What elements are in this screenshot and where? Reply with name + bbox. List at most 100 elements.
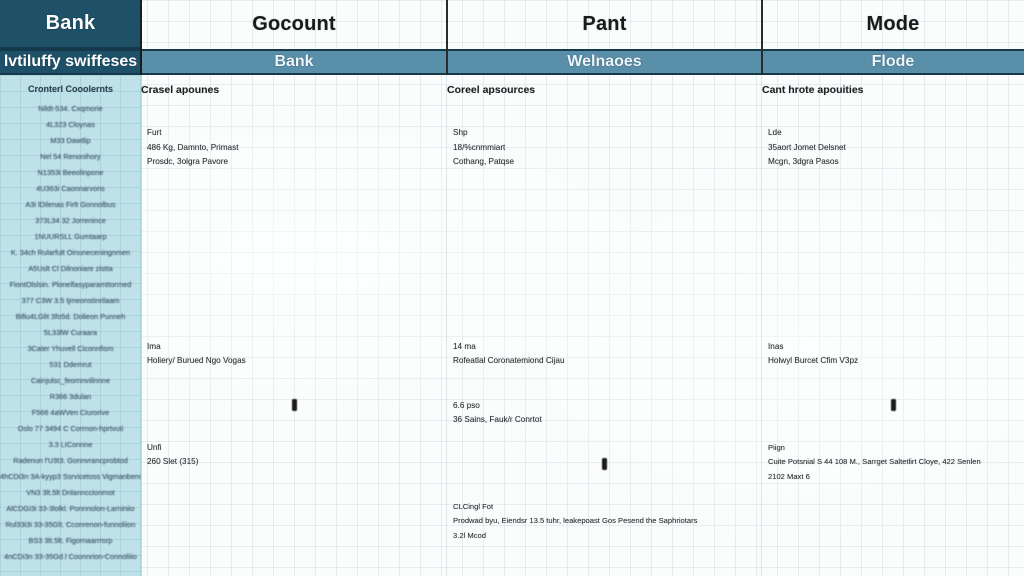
- content-line: Prodwad byu, Eiendsr 13.5 tuhr, leakepoa…: [453, 516, 698, 525]
- content-line: Ima: [147, 341, 161, 351]
- spacer: [447, 170, 762, 340]
- header-corner-bank-label: Bank: [45, 12, 96, 34]
- header-divider-2: [761, 0, 763, 75]
- sidebar-item[interactable]: Radenun l'U3t3. Gonnvrancprobtod: [13, 456, 128, 465]
- sidebar-item[interactable]: Oslo 77 3494 C Corrnon-hprtvuti: [17, 424, 124, 433]
- sidebar-item[interactable]: K. 34ch Rularfult Oinuneceningnmen: [10, 248, 131, 257]
- sidebar-item[interactable]: 377 C3W 3.5 Ijmeonstinrilaam: [21, 296, 120, 305]
- sidebar-item[interactable]: 4nCDi3n 33-35Gd.l Coonnrion-Connoliiio: [4, 552, 137, 561]
- spacer: [447, 428, 762, 458]
- sidebar-item[interactable]: Nel 54 Renonihory: [40, 152, 101, 161]
- spacer: [762, 411, 1024, 441]
- sidebar-item[interactable]: FiontOlslsin. Plonelfasyparamttorrned: [9, 280, 132, 289]
- sidebar-item[interactable]: 4U363i Caonnarvons: [36, 184, 105, 193]
- sidebar-item[interactable]: VN3 3lt.5lt Dnlannccionrnot: [26, 488, 115, 497]
- sidebar-item[interactable]: Cainjulsc_feornnviilnnne: [30, 376, 111, 385]
- sidebar-item[interactable]: AlCDGi3i 33-3lolkl. Ponnnolon-Larniniio: [6, 504, 135, 513]
- subheader-col-flode[interactable]: Flode: [762, 49, 1024, 75]
- header-row-secondary: lvtiluffy swiffeses Bank Welnaoes Flode: [0, 49, 1024, 75]
- content-line: Inas: [768, 341, 784, 351]
- sidebar-item[interactable]: 373L34 32 Jorrenince: [35, 216, 106, 225]
- sidebar[interactable]: Cronterl Cooolernts Nildt-534. Cxqmorie 4…: [0, 75, 141, 576]
- sidebar-item[interactable]: A3i lDilenas Firlt Gonnolbus: [25, 200, 116, 209]
- column-title: Cant hrote apouities: [762, 84, 864, 96]
- spacer: [447, 470, 762, 500]
- spacer: [447, 96, 762, 126]
- sidebar-item[interactable]: M33 Dawtlip: [50, 136, 91, 145]
- sidebar-item[interactable]: Bifiu4LGlit 3fo5d. Dolieon Punneh: [15, 312, 126, 321]
- content-line: 3.2l Mcod: [453, 530, 486, 540]
- sidebar-item[interactable]: 5L33lW Curaara: [43, 328, 98, 337]
- sidebar-item[interactable]: R366 3dulan: [49, 392, 92, 401]
- content-line: 2102 Maxt 6: [768, 471, 810, 481]
- spacer: [762, 369, 1024, 399]
- column-title: Coreel apsources: [447, 84, 536, 96]
- content-line: 486 Kg, Damnto, Primast: [147, 142, 239, 152]
- spacer: [762, 170, 1024, 340]
- content-line: 36 Sains, Fauk/r Conrtot: [453, 415, 542, 424]
- content-line: Mcgn, 3dgra Pasos: [768, 157, 839, 166]
- content-line: Holiery/ Burued Ngo Vogas: [147, 356, 246, 365]
- content-line: 14 ma: [453, 341, 476, 351]
- content-line: 260 Slet (315): [147, 457, 199, 466]
- spacer: [141, 96, 447, 126]
- content-line: Furt: [147, 128, 162, 137]
- header-col-gocount[interactable]: Gocount: [141, 0, 447, 49]
- content-line: Rofeatlal Coronatemiond Cijau: [453, 356, 565, 365]
- content-line: Holwyl Burcet Cfim V3pz: [768, 356, 859, 365]
- content-line: 35aort Jomet Delsnet: [768, 142, 846, 152]
- content-line: Unfi: [147, 442, 162, 452]
- subheader-col-flode-label: Flode: [871, 53, 915, 70]
- subheader-corner-label: lvtiluffy swiffeses: [3, 53, 138, 70]
- content-line: Cothang, Patqse: [453, 157, 514, 166]
- sidebar-item[interactable]: 4L323 Cloynas: [46, 120, 95, 129]
- header-divider-1: [446, 0, 448, 75]
- column-title: Crasel apounes: [141, 84, 220, 96]
- spacer: [141, 369, 447, 399]
- header-divider-sidebar: [140, 0, 142, 75]
- subheader-col-welnaoes[interactable]: Welnaoes: [447, 49, 762, 75]
- content-line: Prosdc, 3olgra Pavore: [147, 157, 229, 166]
- spacer: [141, 170, 447, 340]
- header-row-primary: Bank Gocount Pant Mode: [0, 0, 1024, 49]
- subheader-col-welnaoes-label: Welnaoes: [567, 53, 642, 70]
- header-col-mode[interactable]: Mode: [762, 0, 1024, 49]
- row-marker-icon: [602, 457, 607, 470]
- content-line: Lde: [768, 128, 782, 137]
- sidebar-item[interactable]: 531 Ddemrut: [49, 360, 92, 369]
- content-line: Shp: [453, 128, 468, 137]
- sidebar-item[interactable]: F566 4aWVen Ciurorive: [31, 408, 110, 417]
- content-line: Piign: [768, 442, 785, 452]
- header-col-pant-label: Pant: [582, 13, 627, 35]
- content-line: Cuite Potsnial S 44 108 M., Sarrget Salt…: [768, 457, 981, 466]
- content-line: CLCingl Fot: [453, 501, 494, 511]
- header-corner-bank[interactable]: Bank: [0, 0, 141, 49]
- row-marker-icon: [291, 398, 297, 411]
- sidebar-item[interactable]: 4hCDi3n 3A-kyyp3 Ssrvicetoss Vigmanbens: [0, 472, 141, 481]
- row-marker-icon: [890, 398, 896, 411]
- content-line: 6.6 pso: [453, 400, 480, 410]
- subheader-col-bank-label: Bank: [274, 53, 314, 70]
- header-col-mode-label: Mode: [866, 13, 920, 35]
- sidebar-item[interactable]: Rul33i3i 33-35Glt. Cconrenon-funnoliion: [5, 520, 136, 529]
- spacer: [762, 96, 1024, 126]
- subheader-corner[interactable]: lvtiluffy swiffeses: [0, 49, 141, 75]
- spacer: [447, 369, 762, 399]
- sidebar-item[interactable]: 3Cater Yhuvell Ciconnfism: [27, 344, 114, 353]
- header-col-pant[interactable]: Pant: [447, 0, 762, 49]
- sidebar-item[interactable]: A5Uslt Cl Dilnoniare zistta: [28, 264, 113, 273]
- sidebar-item[interactable]: 1NUURSLL Gumtaarp: [34, 232, 107, 241]
- subheader-col-bank[interactable]: Bank: [141, 49, 447, 75]
- content-line: 18/%cnmmiart: [453, 142, 506, 152]
- sidebar-item[interactable]: Nildt-534. Cxqmorie: [38, 104, 103, 113]
- sidebar-item[interactable]: 3.3 LIConnne: [48, 440, 93, 449]
- sidebar-title: Cronterl Cooolernts: [27, 84, 113, 94]
- sidebar-item[interactable]: BS3 3lt.5lt. Figornaarrrorp: [28, 536, 113, 545]
- sidebar-item[interactable]: N1353i Beeolinpone: [37, 168, 104, 177]
